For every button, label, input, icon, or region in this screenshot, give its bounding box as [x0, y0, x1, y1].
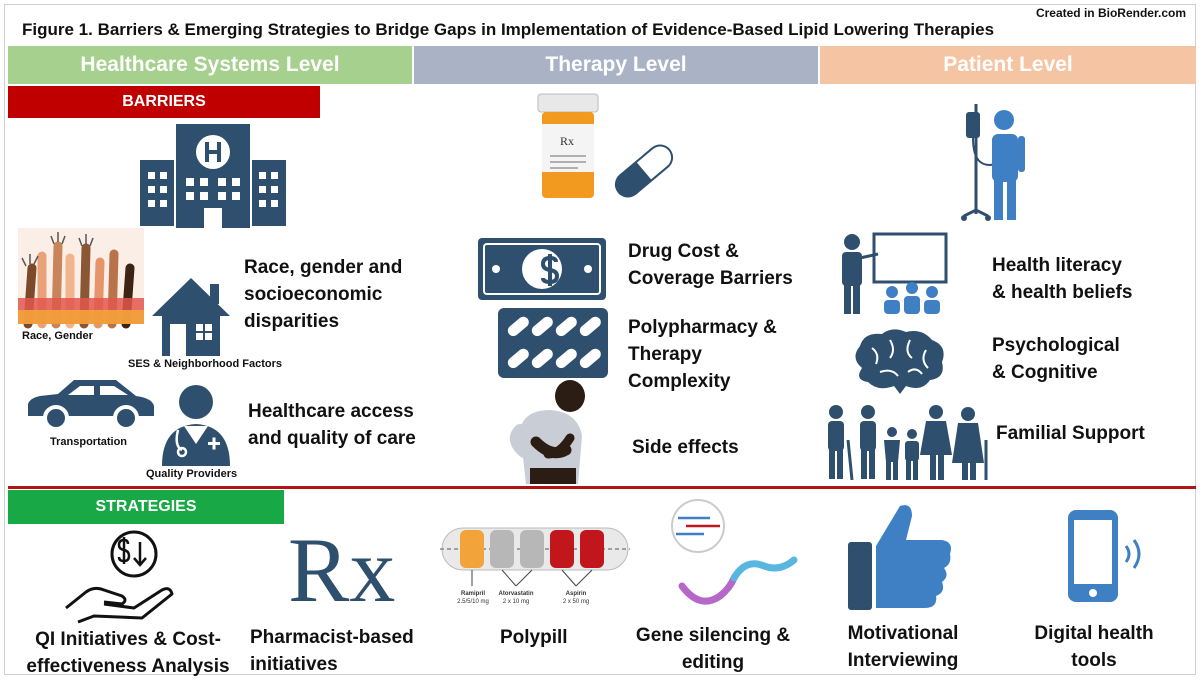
level-header-healthcare: Healthcare Systems Level [8, 46, 412, 84]
quality-providers-label: Quality Providers [146, 468, 238, 480]
polypill-label: Polypill [500, 627, 568, 648]
race-gender-label: Race, Gender [22, 330, 93, 342]
digital-health-label: Digital health tools [1034, 623, 1154, 671]
raised-hands-icon [18, 228, 144, 329]
drug-cost-label: Drug Cost & Coverage Barriers [628, 241, 793, 289]
transportation-label: Transportation [50, 436, 128, 448]
barriers-banner: BARRIERS [8, 86, 320, 118]
disparities-label: Race, gender and socioeconomic dispariti… [244, 257, 403, 332]
polypill-atorvastatin-label: Atorvastatin 2 x 10 mg [498, 591, 534, 605]
cost-hand-icon [65, 530, 174, 624]
doctor-icon [162, 385, 230, 466]
bottle-rx-label: Rx [560, 134, 575, 148]
figure-title: Figure 1. Barriers & Emerging Strategies… [22, 20, 995, 39]
hospital-icon [140, 124, 286, 228]
health-literacy-label: Health literacy & health beliefs [992, 255, 1133, 303]
blister-pack-icon [498, 308, 608, 378]
side-effects-label: Side effects [632, 437, 739, 458]
healthcare-access-label: Healthcare access and quality of care [248, 401, 416, 449]
family-icon [828, 405, 988, 481]
gene-silencing-label: Gene silencing & editing [635, 625, 791, 673]
smartphone-icon [1068, 510, 1141, 602]
thumbs-up-icon [848, 505, 951, 610]
psychological-label: Psychological & Cognitive [992, 335, 1120, 383]
polypill-aspirin-label: Aspirin 2 x 50 mg [562, 591, 590, 605]
pill-bottle-icon [537, 93, 599, 198]
classroom-icon [842, 232, 948, 314]
section-divider [8, 486, 1196, 489]
ses-label: SES & Neighborhood Factors [128, 358, 283, 370]
strategies-banner: STRATEGIES [8, 490, 284, 524]
brain-icon [855, 329, 944, 394]
polypill-icon [440, 527, 630, 587]
rx-symbol-icon: Rx [288, 519, 396, 621]
iv-patient-icon [961, 104, 1025, 221]
house-icon [152, 278, 230, 356]
car-icon [28, 380, 154, 431]
motivational-label: Motivational Interviewing [847, 623, 959, 671]
credit-label: Created in BioRender.com [1035, 6, 1186, 20]
polypill-ramipril-label: Ramipril 2.5/5/10 mg [457, 591, 489, 605]
dollar-icon [540, 254, 560, 286]
polypharmacy-label: Polypharmacy & Therapy Complexity [628, 317, 777, 392]
qi-initiatives-label: QI Initiatives & Cost- effectiveness Ana… [26, 629, 230, 677]
level-header-patient: Patient Level [820, 46, 1196, 84]
stomach-pain-person-icon [509, 380, 585, 484]
page-frame [4, 4, 1196, 675]
familial-support-label: Familial Support [996, 423, 1145, 444]
pharmacist-label: Pharmacist-based initiatives [250, 627, 414, 675]
gene-editing-icon [671, 499, 798, 605]
level-header-therapy: Therapy Level [414, 46, 818, 84]
capsule-icon [614, 144, 674, 198]
